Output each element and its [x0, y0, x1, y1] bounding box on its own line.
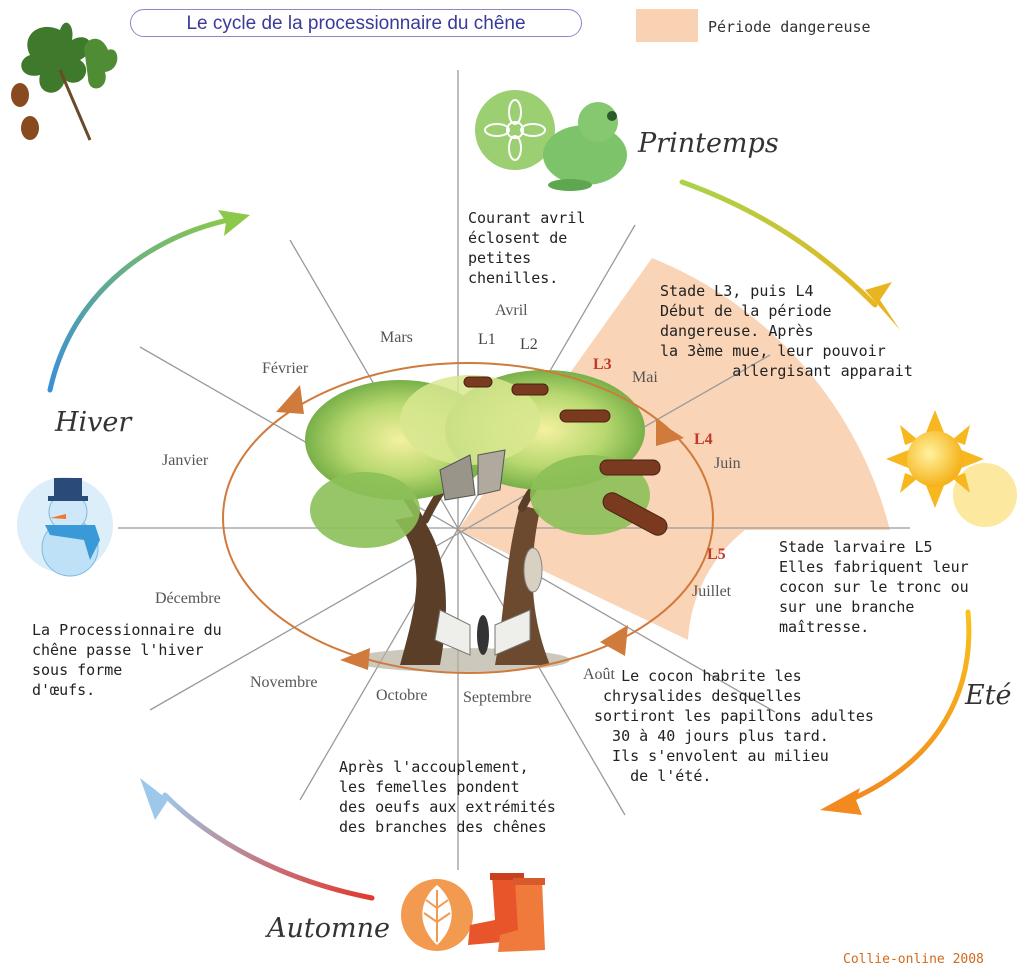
month-dividers: [118, 70, 910, 870]
season-winter: Hiver: [55, 407, 132, 438]
season-spring: Printemps: [638, 128, 779, 159]
month-juillet: Juillet: [692, 583, 732, 600]
caterpillar-icon: [463, 376, 668, 536]
month-janvier: Janvier: [162, 452, 209, 469]
note-winter-eggs: La Processionnaire du chêne passe l'hive…: [32, 621, 222, 699]
note-stage-l3-l4: Stade L3, puis L4 Début de la période da…: [660, 282, 913, 380]
danger-period-wedge: [458, 258, 890, 640]
month-octobre: Octobre: [376, 687, 428, 704]
stage-l4: L4: [694, 431, 713, 448]
spring-arrow: [679, 179, 878, 308]
month-aout: Août: [583, 666, 615, 683]
life-cycle-ellipse: [222, 362, 714, 674]
note-april-hatching: Courant avril éclosent de petites chenil…: [468, 209, 586, 287]
note-stage-l5: Stade larvaire L5 Elles fabriquent leur …: [779, 538, 969, 636]
month-decembre: Décembre: [155, 590, 221, 607]
month-septembre: Septembre: [463, 689, 532, 706]
leaf-icon: [401, 879, 473, 951]
credit-label: Collie-online 2008: [843, 952, 984, 967]
stage-l5: L5: [707, 546, 726, 563]
rain-boots-icon: [468, 873, 545, 952]
snowman-icon: [17, 477, 113, 577]
season-summer: Eté: [965, 680, 1012, 711]
month-avril: Avril: [495, 302, 528, 319]
stage-l2: L2: [520, 336, 538, 353]
moth-icon: [434, 449, 543, 656]
note-mating: Après l'accouplement, les femelles ponde…: [339, 758, 556, 836]
autumn-arrow: [162, 792, 375, 901]
summer-arrow: [847, 609, 972, 803]
month-novembre: Novembre: [250, 674, 318, 691]
legend-swatch: [636, 9, 698, 42]
month-mars: Mars: [380, 329, 413, 346]
legend-label: Période dangereuse: [708, 18, 871, 36]
diagram-title: Le cycle de la processionnaire du chêne: [130, 9, 582, 37]
stage-l1: L1: [478, 331, 496, 348]
note-cocoon: Le cocon habrite les chrysalides desquel…: [594, 667, 874, 785]
sun-icon: [886, 410, 1017, 527]
oak-leaves-acorns-icon: [11, 22, 118, 141]
month-mai: Mai: [632, 369, 658, 386]
month-juin: Juin: [714, 455, 741, 472]
month-fevrier: Février: [262, 360, 309, 377]
season-arrows: [47, 179, 972, 901]
winter-arrow: [47, 217, 231, 393]
season-autumn: Automne: [267, 913, 390, 944]
frog-icon: [475, 90, 627, 191]
stage-l3: L3: [593, 356, 612, 373]
